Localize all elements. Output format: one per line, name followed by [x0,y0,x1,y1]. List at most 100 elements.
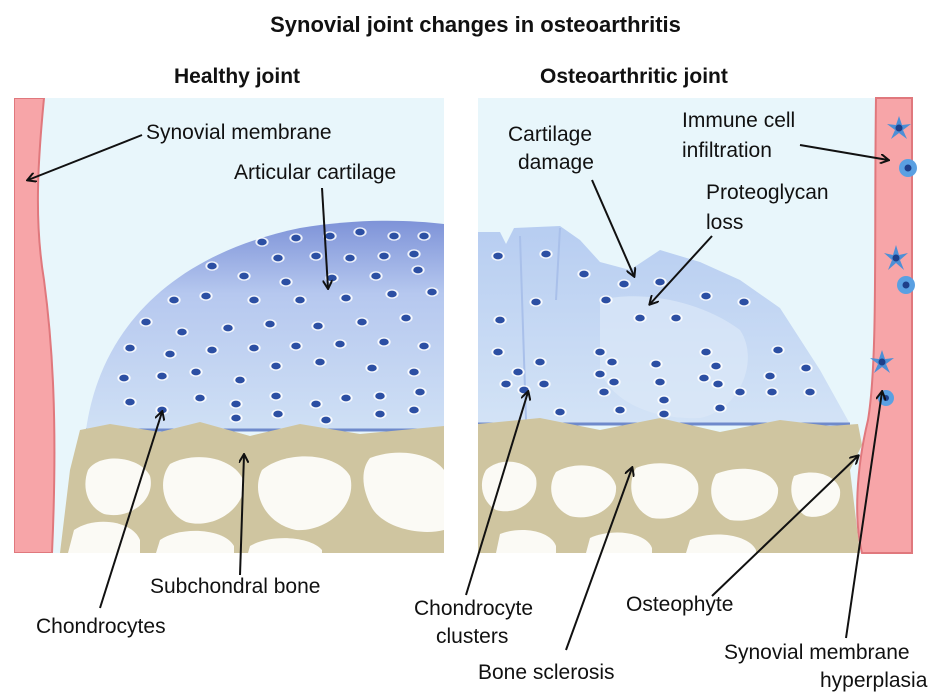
chondrocyte-nucleus [541,251,551,258]
chondrocyte-nucleus [539,381,549,388]
chondrocyte-nucleus [169,297,179,304]
chondrocyte-nucleus [327,275,337,282]
chondrocyte-nucleus [313,323,323,330]
chondrocyte-nucleus [273,255,283,262]
chondrocyte-nucleus [341,295,351,302]
label-subchondral-bone: Subchondral bone [150,574,320,599]
chondrocyte-nucleus [801,365,811,372]
chondrocyte-nucleus [767,389,777,396]
chondrocyte-nucleus [207,263,217,270]
chondrocyte-nucleus [615,407,625,414]
chondrocyte-nucleus [375,393,385,400]
label-articular-cartilage: Articular cartilage [234,160,396,185]
chondrocyte-nucleus [273,411,283,418]
chondrocyte-nucleus [355,229,365,236]
diagram-title: Synovial joint changes in osteoarthritis [0,12,951,37]
chondrocyte-nucleus [413,267,423,274]
chondrocyte-nucleus [367,365,377,372]
chondrocyte-nucleus [235,377,245,384]
chondrocyte-nucleus [371,273,381,280]
label-cartilage-damage-line1: Cartilage [508,122,592,147]
chondrocyte-nucleus [655,379,665,386]
chondrocyte-nucleus [295,297,305,304]
chondrocyte-nucleus [773,347,783,354]
chondrocyte-nucleus [311,253,321,260]
chondrocyte-nucleus [531,299,541,306]
chondrocyte-nucleus [249,297,259,304]
chondrocyte-nucleus [321,417,331,424]
chondrocyte-nucleus [341,395,351,402]
chondrocyte-nucleus [119,375,129,382]
chondrocyte-nucleus [311,401,321,408]
chondrocyte-nucleus [513,369,523,376]
chondrocyte-nucleus [195,395,205,402]
chondrocyte-nucleus [191,369,201,376]
chondrocyte-nucleus [595,349,605,356]
chondrocyte-nucleus [231,401,241,408]
label-bone-sclerosis: Bone sclerosis [478,660,615,685]
label-synovial-hyperplasia-line2: hyperplasia [820,668,927,693]
chondrocyte-nucleus [501,381,511,388]
chondrocyte-nucleus [739,299,749,306]
chondrocyte-nucleus [427,289,437,296]
chondrocyte-nucleus [655,279,665,286]
label-proteoglycan-loss-line1: Proteoglycan [706,180,829,205]
chondrocyte-nucleus [619,281,629,288]
label-osteophyte: Osteophyte [626,592,733,617]
label-chondrocytes: Chondrocytes [36,614,166,639]
chondrocyte-nucleus [401,315,411,322]
label-chondrocyte-clusters-line1: Chondrocyte [414,596,533,621]
chondrocyte-nucleus [357,319,367,326]
chondrocyte-nucleus [265,321,275,328]
chondrocyte-nucleus [409,369,419,376]
label-immune-cell-line1: Immune cell [682,108,795,133]
chondrocyte-nucleus [535,359,545,366]
chondrocyte-nucleus [291,235,301,242]
chondrocyte-nucleus [335,341,345,348]
chondrocyte-nucleus [635,315,645,322]
chondrocyte-nucleus [651,361,661,368]
chondrocyte-nucleus [271,393,281,400]
chondrocyte-nucleus [609,379,619,386]
label-chondrocyte-clusters-line2: clusters [436,624,508,649]
chondrocyte-nucleus [607,359,617,366]
chondrocyte-nucleus [141,319,151,326]
chondrocyte-nucleus [659,397,669,404]
chondrocyte-nucleus [735,389,745,396]
chondrocyte-nucleus [659,411,669,418]
chondrocyte-nucleus [325,233,335,240]
chondrocyte-nucleus [165,351,175,358]
chondrocyte-nucleus [345,255,355,262]
chondrocyte-nucleus [177,329,187,336]
chondrocyte-nucleus [701,293,711,300]
label-synovial-membrane: Synovial membrane [146,120,332,145]
chondrocyte-nucleus [713,381,723,388]
chondrocyte-nucleus [711,363,721,370]
label-immune-cell-line2: infiltration [682,138,772,163]
chondrocyte-nucleus [379,339,389,346]
chondrocyte-nucleus [239,273,249,280]
chondrocyte-nucleus [379,253,389,260]
chondrocyte-nucleus [223,325,233,332]
chondrocyte-nucleus [281,279,291,286]
chondrocyte-nucleus [805,389,815,396]
chondrocyte-nucleus [231,415,241,422]
chondrocyte-nucleus [315,359,325,366]
chondrocyte-nucleus [271,363,281,370]
heading-healthy-joint: Healthy joint [174,64,300,89]
chondrocyte-nucleus [699,375,709,382]
chondrocyte-nucleus [291,343,301,350]
chondrocyte-nucleus [419,343,429,350]
label-proteoglycan-loss-line2: loss [706,210,743,235]
chondrocyte-nucleus [493,349,503,356]
chondrocyte-nucleus [257,239,267,246]
chondrocyte-nucleus [409,251,419,258]
chondrocyte-nucleus [201,293,211,300]
chondrocyte-nucleus [701,349,711,356]
chondrocyte-nucleus [125,345,135,352]
chondrocyte-nucleus [409,407,419,414]
chondrocyte-nucleus [715,405,725,412]
chondrocyte-nucleus [375,411,385,418]
chondrocyte-nucleus [249,345,259,352]
